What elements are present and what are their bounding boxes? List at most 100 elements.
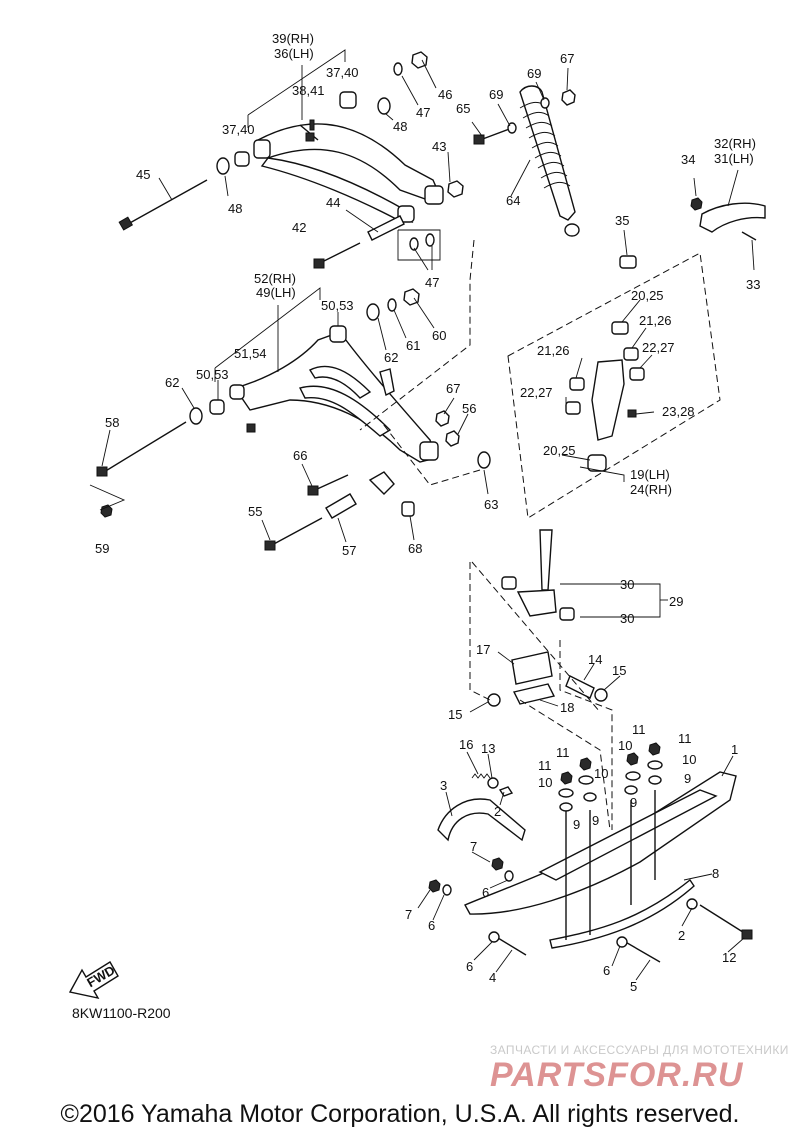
label-21-26-right: 21,26	[639, 313, 672, 328]
label-51-54: 51,54	[234, 346, 267, 361]
label-35: 35	[615, 213, 629, 228]
label-5: 5	[630, 979, 637, 994]
label-45: 45	[136, 167, 150, 182]
label-69-right: 69	[527, 66, 541, 81]
fwd-arrow: FWD	[68, 961, 119, 1000]
label-18: 18	[560, 700, 574, 715]
copyright-notice: ©2016 Yamaha Motor Corporation, U.S.A. A…	[60, 1100, 740, 1128]
label-47-bottom: 47	[425, 275, 439, 290]
ski-assembly	[428, 742, 753, 963]
label-10-c: 10	[594, 766, 608, 781]
label-9-a: 9	[684, 771, 691, 786]
label-56: 56	[462, 401, 476, 416]
label-12: 12	[722, 950, 736, 965]
label-29: 29	[669, 594, 683, 609]
label-60: 60	[432, 328, 446, 343]
label-48-top: 48	[393, 119, 407, 134]
label-62-right: 62	[384, 350, 398, 365]
label-6-a: 6	[482, 885, 489, 900]
label-17: 17	[476, 642, 490, 657]
label-22-27-left: 22,27	[520, 385, 553, 400]
label-34: 34	[681, 152, 695, 167]
label-59: 59	[95, 541, 109, 556]
label-15-right: 15	[612, 663, 626, 678]
label-24-rh: 24(RH)	[630, 482, 672, 497]
label-39-rh: 39(RH)	[272, 31, 314, 46]
label-46: 46	[438, 87, 452, 102]
label-66: 66	[293, 448, 307, 463]
label-23-28: 23,28	[662, 404, 695, 419]
label-67-top: 67	[560, 51, 574, 66]
label-63: 63	[484, 497, 498, 512]
label-50-53-top: 50,53	[321, 298, 354, 313]
label-65: 65	[456, 101, 470, 116]
label-16: 16	[459, 737, 473, 752]
label-52-rh: 52(RH)	[254, 271, 296, 286]
label-64: 64	[506, 193, 520, 208]
label-10-a: 10	[618, 738, 632, 753]
label-69-left: 69	[489, 87, 503, 102]
label-37-40-left: 37,40	[222, 122, 255, 137]
label-38-41: 38,41	[292, 83, 325, 98]
label-42: 42	[292, 220, 306, 235]
label-14: 14	[588, 652, 602, 667]
label-22-27-right: 22,27	[642, 340, 675, 355]
label-55: 55	[248, 504, 262, 519]
label-19-lh: 19(LH)	[630, 467, 670, 482]
label-9-b: 9	[630, 795, 637, 810]
label-11-b: 11	[678, 731, 692, 746]
label-4: 4	[489, 970, 496, 985]
label-48-left: 48	[228, 201, 242, 216]
label-61: 61	[406, 338, 420, 353]
diagram-code: 8KW1100-R200	[72, 1005, 171, 1021]
label-30-bottom: 30	[620, 611, 634, 626]
label-9-d: 9	[573, 817, 580, 832]
label-6-b: 6	[428, 918, 435, 933]
label-9-c: 9	[592, 813, 599, 828]
upper-arm-assembly	[118, 51, 464, 269]
watermark-tagline: ЗАПЧАСТИ И АКСЕССУАРЫ ДЛЯ МОТОТЕХНИКИ	[490, 1043, 789, 1057]
label-32-rh: 32(RH)	[714, 136, 756, 151]
label-8: 8	[712, 866, 719, 881]
guide-lines	[89, 49, 668, 831]
label-11-c: 11	[556, 745, 570, 760]
label-10-d: 10	[538, 775, 552, 790]
label-47-top: 47	[416, 105, 430, 120]
label-6-c: 6	[466, 959, 473, 974]
watermark-logo-text: PARTSFOR.RU	[490, 1056, 744, 1094]
label-62-left: 62	[165, 375, 179, 390]
label-15-left: 15	[448, 707, 462, 722]
label-58: 58	[105, 415, 119, 430]
label-7-upper: 7	[470, 839, 477, 854]
label-2-right: 2	[678, 928, 685, 943]
watermark-logo: PARTSFOR.RU	[490, 1056, 744, 1094]
label-31-lh: 31(LH)	[714, 151, 754, 166]
label-3: 3	[440, 778, 447, 793]
spindle-group	[487, 197, 766, 707]
label-1: 1	[731, 742, 738, 757]
label-20-25-bottom: 20,25	[543, 443, 576, 458]
label-30-top: 30	[620, 577, 634, 592]
shock-absorber	[473, 85, 580, 237]
label-6-d: 6	[603, 963, 610, 978]
label-11-d: 11	[538, 758, 552, 773]
part-labels: 39(RH) 36(LH) 37,40 38,41 37,40 45 48 46…	[95, 31, 760, 994]
leader-lines	[101, 59, 755, 981]
label-2-left: 2	[494, 804, 501, 819]
label-44: 44	[326, 195, 340, 210]
label-36-lh: 36(LH)	[274, 46, 314, 61]
label-10-b: 10	[682, 752, 696, 767]
label-68: 68	[408, 541, 422, 556]
label-7-lower: 7	[405, 907, 412, 922]
label-49-lh: 49(LH)	[256, 285, 296, 300]
label-37-40-top: 37,40	[326, 65, 359, 80]
label-13: 13	[481, 741, 495, 756]
label-20-25-top: 20,25	[631, 288, 664, 303]
label-21-26-left: 21,26	[537, 343, 570, 358]
label-43: 43	[432, 139, 446, 154]
label-67-mid: 67	[446, 381, 460, 396]
label-50-53-left: 50,53	[196, 367, 229, 382]
label-33: 33	[746, 277, 760, 292]
label-11-a: 11	[632, 722, 646, 737]
